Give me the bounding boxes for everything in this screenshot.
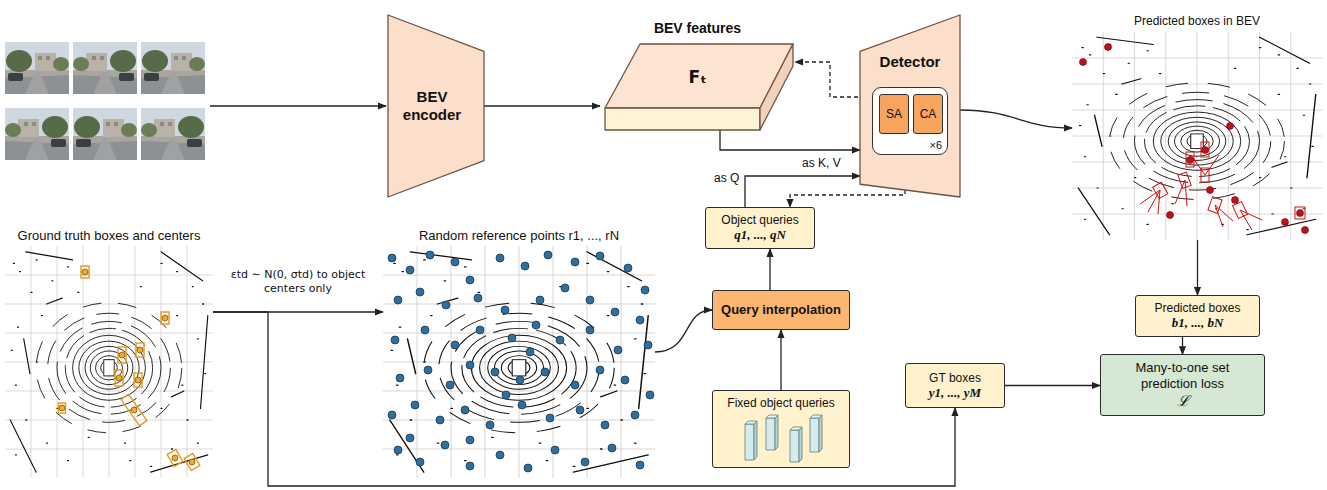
node-label: Fixed object queries [727, 396, 834, 410]
node-label: Predicted boxes [1154, 301, 1240, 315]
lidar-scan [383, 246, 655, 478]
node-symbol: Fₜ [688, 67, 706, 87]
process-box: Object queriesq1, ..., qN [705, 207, 815, 249]
connector [769, 249, 770, 290]
process-box: Query interpolation [712, 290, 850, 330]
node-symbol: q1, ..., qN [734, 227, 786, 243]
shape-face [860, 15, 960, 197]
node-label: BEV features [654, 20, 741, 37]
camera-image [5, 108, 69, 160]
node-label: Random reference points r1, ..., rN [419, 228, 619, 244]
node-symbol: ℒ [1177, 392, 1189, 410]
edge-label: as Q [712, 171, 741, 185]
connector [1005, 385, 1100, 386]
node-label: SA [886, 107, 902, 121]
node-label: Ground truth boxes and centers [18, 228, 201, 244]
shape-face [760, 44, 793, 130]
predicted-boxes [1140, 142, 1305, 230]
process-box: Fixed object queries [712, 390, 850, 468]
node-label: Detector [880, 53, 941, 71]
node-label: Query interpolation [721, 302, 841, 318]
connector [1197, 240, 1198, 295]
bev-panel: Ground truth boxes and centers [5, 228, 213, 478]
connector [720, 130, 860, 150]
bev-panel: Predicted boxes in BEV [1072, 14, 1322, 240]
edge-label-holder: as K, V [800, 153, 843, 171]
node-symbol: b1, ..., bN [1172, 315, 1224, 331]
node-label: CA [920, 107, 937, 121]
connector [960, 110, 1072, 128]
loss-box: Many-to-one set prediction lossℒ [1100, 354, 1265, 415]
reference-points [388, 251, 654, 472]
process-box: GT boxesy1, ..., yM [905, 363, 1005, 408]
connector [213, 312, 955, 486]
edge-label: as K, V [800, 156, 843, 170]
camera-image [141, 42, 205, 94]
attention-box: SA [879, 94, 909, 134]
edge-label: εtd ∼ N(0, σtd) to object centers only [223, 268, 373, 296]
detector-trapezoid: Detector ×6 SA CA [860, 15, 960, 197]
node-label: GT boxes [929, 371, 981, 385]
connector [484, 105, 600, 106]
process-box: Predicted boxesb1, ..., bN [1135, 295, 1260, 337]
predicted-centers [1080, 44, 1309, 234]
input-arrow [210, 105, 386, 106]
connector [745, 176, 860, 207]
lidar-scan [1072, 32, 1322, 240]
node-label: Object queries [721, 213, 798, 227]
feature-map: BEV featuresFₜ [600, 20, 795, 130]
node-symbol: y1, ..., yM [929, 385, 981, 401]
gt-centers [59, 269, 195, 465]
connector [1182, 337, 1183, 354]
camera-image [5, 42, 69, 94]
node-label: BEV encoder [397, 88, 467, 124]
query-vector-glyphs [745, 415, 822, 462]
edge-label-holder: as Q [712, 168, 741, 186]
layer-block: ×6 SA CA [872, 87, 948, 155]
gt-boxes [59, 266, 200, 471]
node-label: Predicted boxes in BEV [1134, 14, 1260, 28]
attention-box: CA [913, 94, 943, 134]
node-label: Many-to-one set prediction loss [1118, 360, 1248, 391]
encoder-trapezoid: BEV encoder [388, 15, 484, 197]
connector [780, 330, 781, 390]
box-fill [712, 390, 850, 468]
edge-label-holder: εtd ∼ N(0, σtd) to object centers only [223, 268, 373, 296]
node-label: ×6 [929, 139, 942, 152]
camera-image [141, 108, 205, 160]
bev-panel: Random reference points r1, ..., rN [383, 228, 655, 478]
connector [655, 310, 712, 352]
camera-image [73, 42, 137, 94]
lidar-scan [5, 246, 213, 478]
shape-face [388, 15, 484, 197]
camera-image [73, 108, 137, 160]
shape-face [605, 108, 760, 130]
